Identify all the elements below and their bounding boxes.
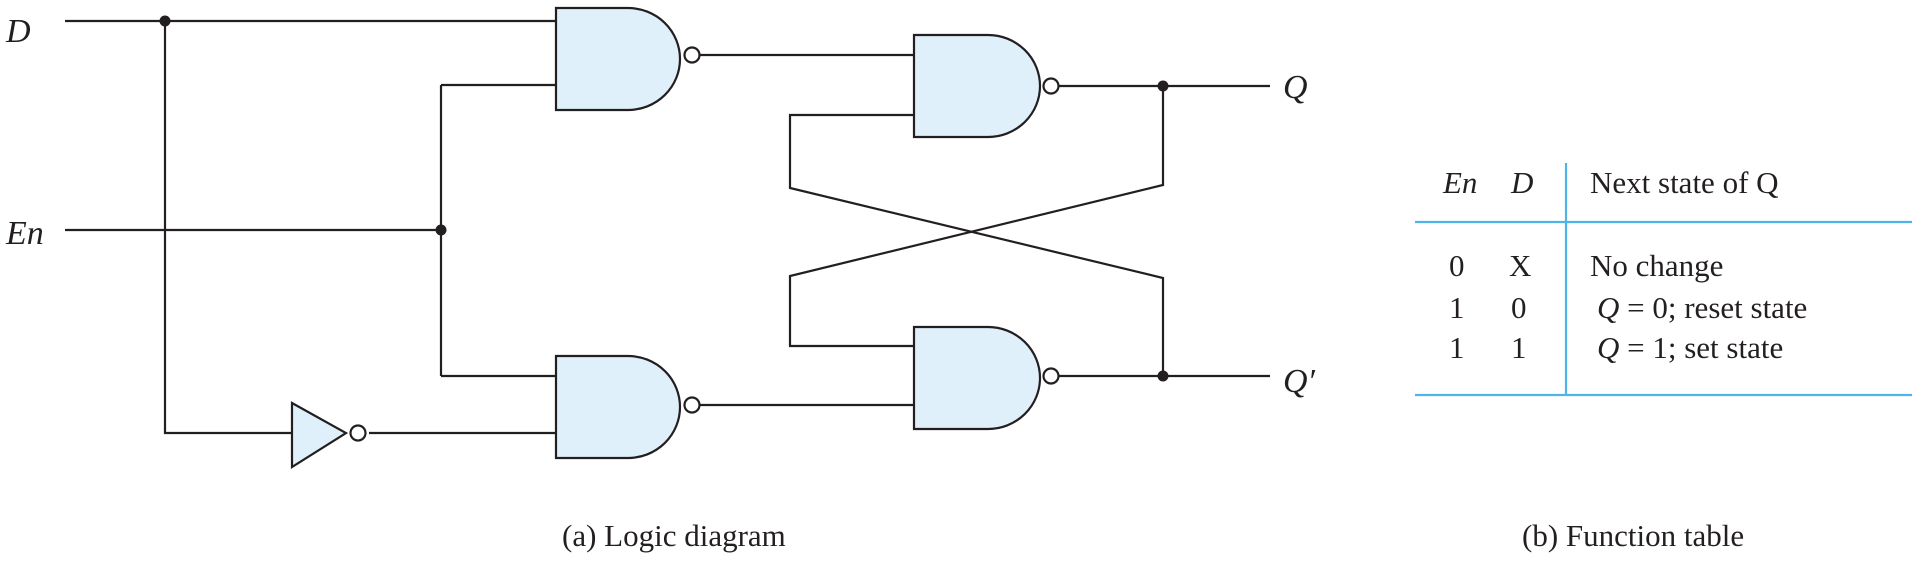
- junction-en: [435, 224, 447, 236]
- table-header-next-state: Next state of Q: [1590, 165, 1779, 200]
- label-q-prime: Q′: [1283, 363, 1316, 400]
- junction-d: [159, 15, 171, 27]
- caption-function-table: (b) Function table: [1522, 518, 1744, 553]
- table-row-3-en: 1: [1449, 330, 1465, 365]
- table-row-1-next-state: No change: [1590, 248, 1723, 283]
- wire-feedback-qprime: [788, 113, 1165, 376]
- table-header-en: En: [1442, 165, 1477, 200]
- nand-gate-1: [554, 6, 701, 112]
- label-q: Q: [1283, 69, 1308, 106]
- nand-gate-4: [912, 325, 1060, 431]
- wires: [65, 19, 1270, 435]
- label-d: D: [5, 13, 31, 50]
- junction-q: [1157, 80, 1169, 92]
- junctions: [159, 15, 1169, 382]
- table-row-2-en: 1: [1449, 290, 1465, 325]
- table-row-3-d: 1: [1511, 330, 1527, 365]
- label-en: En: [5, 215, 44, 252]
- table-header-d: D: [1510, 165, 1533, 200]
- table-row-2-d: 0: [1511, 290, 1527, 325]
- function-table: En D Next state of Q 0 X No change 1 0 Q…: [1415, 163, 1912, 397]
- table-row-3-next-state: Q = 1; set state: [1597, 330, 1783, 365]
- table-row-2-next-state: Q = 0; reset state: [1597, 290, 1807, 325]
- wire-feedback-q: [788, 86, 1165, 348]
- caption-logic-diagram: (a) Logic diagram: [562, 518, 786, 553]
- nand-gate-3: [912, 33, 1060, 139]
- table-row-1-en: 0: [1449, 248, 1465, 283]
- nand-gate-2: [554, 354, 701, 460]
- junction-qprime: [1157, 370, 1169, 382]
- table-row-1-d: X: [1509, 248, 1531, 283]
- inverter: [290, 401, 367, 469]
- wire-d-branch: [163, 21, 292, 435]
